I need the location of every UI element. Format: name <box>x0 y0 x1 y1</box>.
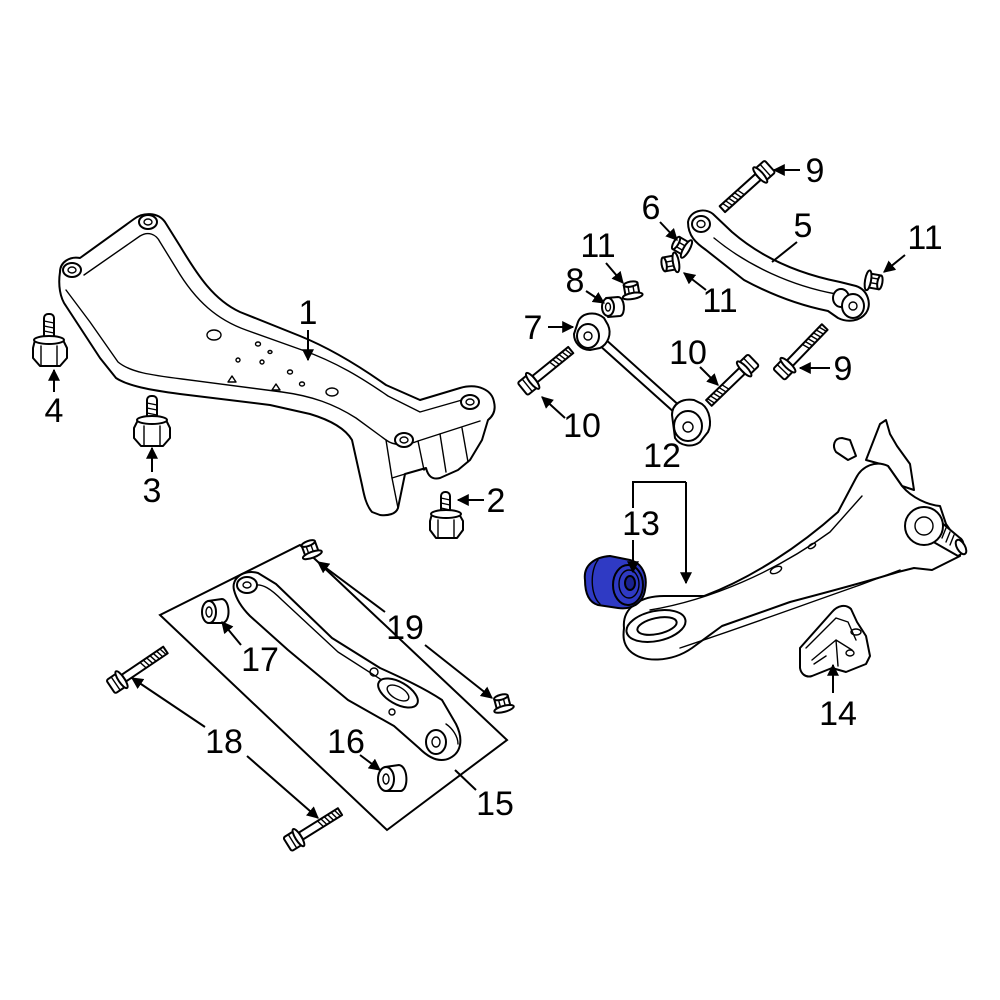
bushing-part-17 <box>201 598 230 624</box>
leader-bracket-12 <box>632 481 686 508</box>
kit-outline-part-15 <box>158 543 509 832</box>
leader-line-10-left <box>541 396 566 419</box>
callout-9-lower: 9 <box>834 350 853 388</box>
bolt-part-9-lower <box>772 323 829 381</box>
leader-line-8 <box>585 290 605 304</box>
callout-12: 12 <box>643 437 681 475</box>
mount-stud-part-2 <box>429 491 464 539</box>
highlighted-bushing-part-13 <box>583 555 647 610</box>
leader-line-19-lower <box>424 644 493 699</box>
callout-7: 7 <box>524 309 543 347</box>
lateral-link-part <box>573 312 711 447</box>
leader-line-15 <box>454 769 477 791</box>
lower-control-arm <box>232 571 462 762</box>
callout-11-left: 11 <box>580 227 615 265</box>
callout-5: 5 <box>794 207 813 245</box>
leader-line-19-upper <box>317 561 386 613</box>
callout-15: 15 <box>476 785 514 823</box>
callout-9-upper: 9 <box>806 152 825 190</box>
crossmember-part <box>58 213 496 517</box>
callout-6: 6 <box>642 189 661 227</box>
leader-line-11-right <box>883 254 906 273</box>
leader-line-10-right <box>699 366 719 386</box>
bushing-part-8 <box>601 296 625 318</box>
mount-stud-part-3 <box>133 395 171 447</box>
callout-13: 13 <box>622 505 660 543</box>
callouts: 1 2 3 4 5 6 7 8 9 9 10 10 11 11 11 12 13… <box>45 152 943 823</box>
callout-4: 4 <box>45 392 64 430</box>
line-art <box>32 160 968 852</box>
callout-10-left: 10 <box>563 407 601 445</box>
callout-14: 14 <box>819 695 857 733</box>
trailing-arm-part <box>622 419 968 661</box>
nut-part-19-upper <box>300 539 323 561</box>
leader-line-11-left <box>605 262 624 284</box>
bolt-part-10-left <box>517 345 575 396</box>
nut-part-11-right <box>863 269 884 292</box>
callout-1: 1 <box>299 294 318 332</box>
callout-2: 2 <box>487 482 506 520</box>
bracket-part-14 <box>799 604 871 678</box>
callout-3: 3 <box>143 472 162 510</box>
bolt-part-9-upper <box>718 160 776 214</box>
nut-part-6 <box>670 235 694 259</box>
callout-18: 18 <box>205 723 243 761</box>
leader-lines <box>48 164 906 819</box>
bolt-part-10-right <box>705 353 760 407</box>
leader-line-17 <box>221 621 242 646</box>
leader-line-16 <box>359 754 381 771</box>
bolt-part-18-upper <box>106 645 169 694</box>
bolt-part-18-lower <box>282 807 344 852</box>
leader-line-5 <box>771 241 798 263</box>
callout-10-right: 10 <box>669 334 707 372</box>
callout-11-middle: 11 <box>702 282 737 320</box>
callout-17: 17 <box>241 641 279 679</box>
leader-line-6 <box>659 221 678 241</box>
leader-line-18-lower <box>246 755 319 819</box>
nut-part-19-lower <box>493 693 515 714</box>
bushing-part-16 <box>377 764 408 792</box>
nut-part-11-left <box>621 280 644 301</box>
mount-stud-part-4 <box>32 313 68 367</box>
leader-line-11-middle <box>683 272 707 291</box>
nut-part-11-middle <box>660 251 681 274</box>
leader-line-18-upper <box>131 677 206 728</box>
upper-control-arm-part <box>687 209 870 322</box>
callout-11-right: 11 <box>907 219 942 257</box>
callout-16: 16 <box>327 723 365 761</box>
callout-8: 8 <box>566 262 585 300</box>
callout-19: 19 <box>386 609 424 647</box>
